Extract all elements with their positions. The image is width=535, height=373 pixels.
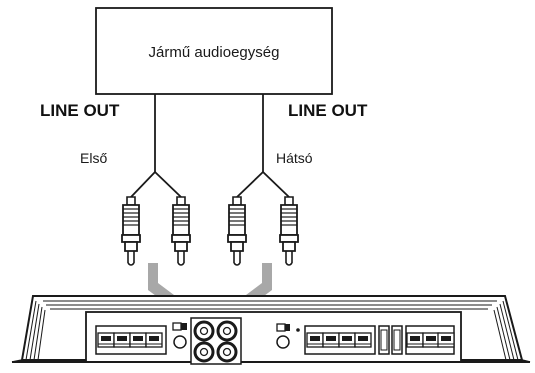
rear-cable	[236, 94, 290, 198]
line-out-label-front: LINE OUT	[40, 101, 120, 120]
rca-plug-icon	[171, 196, 191, 266]
rear-channel-label: Hátsó	[276, 150, 313, 166]
rca-plug-icon	[121, 196, 141, 266]
line-out-label-rear: LINE OUT	[288, 101, 368, 120]
amplifier-icon	[11, 295, 531, 365]
rca-plug-icon	[279, 196, 299, 266]
front-channel-label: Első	[80, 150, 108, 166]
front-cable	[130, 94, 182, 198]
rca-plug-icon	[227, 196, 247, 266]
head-unit-label: Jármű audioegység	[148, 44, 280, 61]
head-unit-box	[95, 7, 333, 95]
